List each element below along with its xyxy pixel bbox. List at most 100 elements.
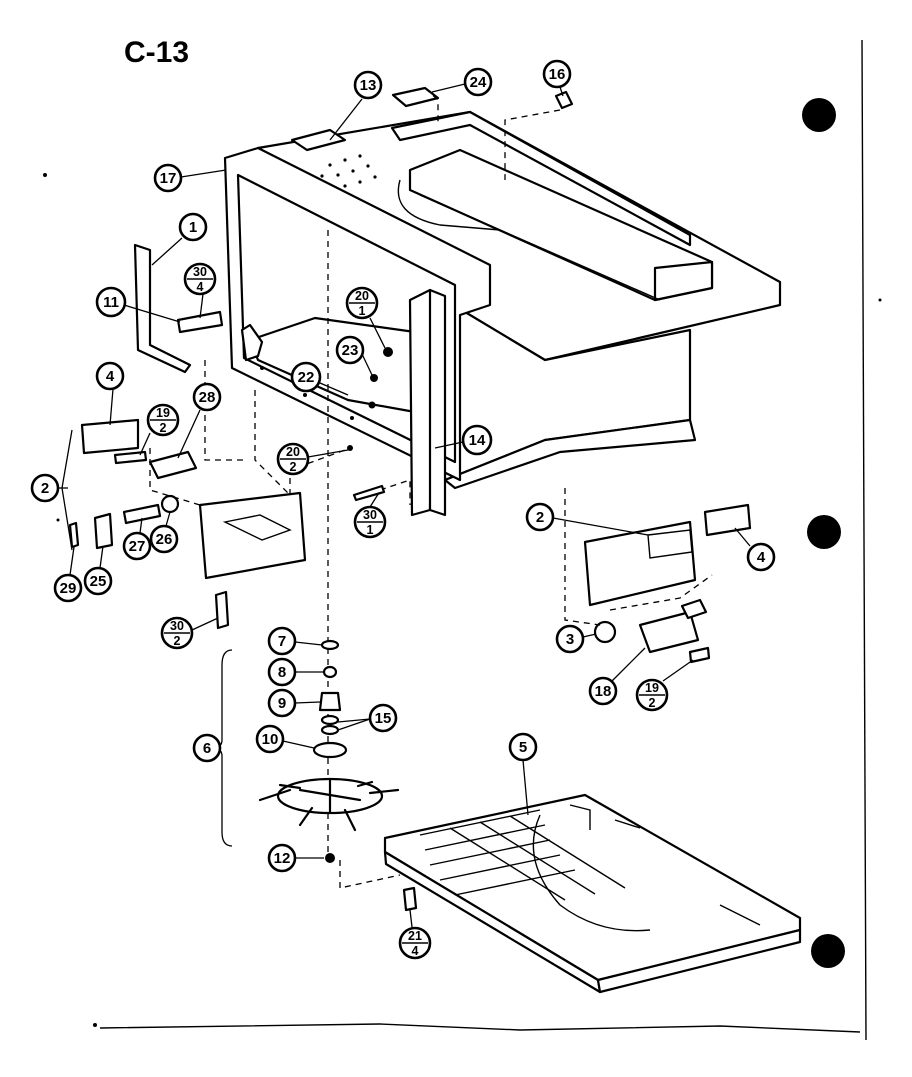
left-side-parts (68, 243, 307, 630)
svg-text:3: 3 (566, 631, 574, 648)
top-vent-holes (320, 154, 377, 188)
part-1-angle (133, 243, 192, 374)
callout-4-left: 4 (95, 361, 125, 426)
svg-text:2: 2 (160, 421, 167, 435)
svg-text:4: 4 (106, 368, 115, 385)
svg-text:19: 19 (645, 681, 659, 695)
part-24-block (391, 86, 440, 108)
fan-blades (258, 780, 400, 832)
base-pan-curve (532, 814, 651, 932)
part-12-nut (325, 853, 335, 863)
svg-text:1: 1 (367, 523, 374, 537)
binder-hole-bottom (811, 934, 845, 968)
callout-1: 1 (151, 212, 208, 266)
bracket-right-cutout (647, 529, 693, 559)
duct-edge-line (419, 194, 661, 301)
svg-text:20: 20 (286, 445, 300, 459)
control-bracket-right (583, 520, 697, 607)
callout-4-right: 4 (734, 527, 776, 572)
callout-19-2-left: 19 2 (139, 403, 180, 456)
callout-15: 15 (337, 703, 398, 733)
part-10-mount (312, 741, 348, 759)
svg-text:21: 21 (408, 929, 422, 943)
svg-text:9: 9 (278, 695, 286, 712)
left-dash-1 (149, 448, 201, 506)
scan-speckle (43, 39, 882, 1041)
part-15-washer-a (320, 714, 340, 726)
fan-assembly (211, 230, 400, 863)
svg-text:2: 2 (649, 696, 656, 710)
part-28-lever (148, 450, 198, 480)
part-3-bushing (593, 620, 617, 644)
svg-text:30: 30 (170, 619, 184, 633)
svg-text:28: 28 (199, 389, 216, 406)
svg-text:8: 8 (278, 664, 286, 681)
callout-30-4: 30 4 (183, 262, 217, 319)
callout-26: 26 (149, 511, 179, 554)
part-27-shaft (122, 503, 162, 525)
right-scan-edge (861, 39, 867, 1041)
svg-text:5: 5 (519, 739, 527, 756)
base-pan-tabs (569, 804, 761, 926)
svg-text:7: 7 (278, 633, 286, 650)
part-8-nut (322, 665, 338, 679)
binder-holes (802, 98, 845, 968)
part-18-switch (638, 610, 700, 654)
callout-11: 11 (95, 286, 181, 323)
right-dash-2 (609, 574, 713, 611)
part-13-block (290, 128, 347, 152)
callout-20-1: 20 1 (345, 286, 386, 349)
svg-text:16: 16 (549, 66, 566, 83)
part-16-clip (554, 90, 574, 110)
callout-18: 18 (588, 647, 646, 706)
svg-text:22: 22 (298, 369, 315, 386)
bracket-cutout (222, 514, 292, 541)
svg-text:2: 2 (536, 509, 544, 526)
svg-text:15: 15 (375, 710, 392, 727)
part-25-spring (93, 512, 114, 550)
callout-5: 5 (508, 732, 538, 816)
right-side-parts (564, 503, 752, 664)
svg-text:2: 2 (174, 634, 181, 648)
callout-2-left: 2 (30, 429, 73, 551)
base-pan-ribs (449, 815, 626, 901)
callout-27: 27 (122, 517, 152, 561)
svg-text:10: 10 (262, 731, 279, 748)
part-11-strip (176, 310, 224, 334)
part-24-dash (424, 87, 439, 122)
svg-text:14: 14 (469, 432, 486, 449)
fastener-20-2 (347, 445, 353, 451)
callout-29: 29 (53, 546, 83, 603)
svg-text:23: 23 (342, 342, 359, 359)
callout-25: 25 (83, 545, 113, 596)
cabinet-base-rail (443, 418, 697, 490)
part-26-knob (160, 494, 180, 514)
top-components (290, 86, 574, 180)
align-dash-b (379, 479, 411, 505)
top-rear-flange (390, 110, 692, 247)
svg-text:2: 2 (41, 480, 49, 497)
svg-text:4: 4 (757, 549, 766, 566)
callout-14: 14 (434, 424, 493, 456)
bottom-scan-edge (99, 1023, 861, 1033)
side-bracket-14-edge (428, 288, 447, 517)
binder-hole-middle (807, 515, 841, 549)
part-15-washer-b (320, 724, 340, 736)
callout-20-2: 20 2 (276, 442, 349, 476)
base-pan-dash (339, 860, 401, 889)
part-19-2-right-screw (688, 646, 711, 664)
svg-text:26: 26 (156, 531, 173, 548)
part-4-right-cover (703, 503, 752, 537)
switch-tab (680, 598, 708, 620)
part-21-4-screw (402, 886, 418, 912)
callout-8: 8 (267, 657, 324, 687)
callout-16: 16 (542, 59, 572, 97)
svg-text:4: 4 (412, 944, 419, 958)
side-bracket-14 (408, 288, 434, 517)
svg-text:1: 1 (359, 304, 366, 318)
callout-3: 3 (555, 624, 597, 654)
part-7-washer (320, 639, 340, 651)
callout-21-4: 21 4 (398, 909, 432, 960)
fastener-20-1 (383, 347, 393, 357)
